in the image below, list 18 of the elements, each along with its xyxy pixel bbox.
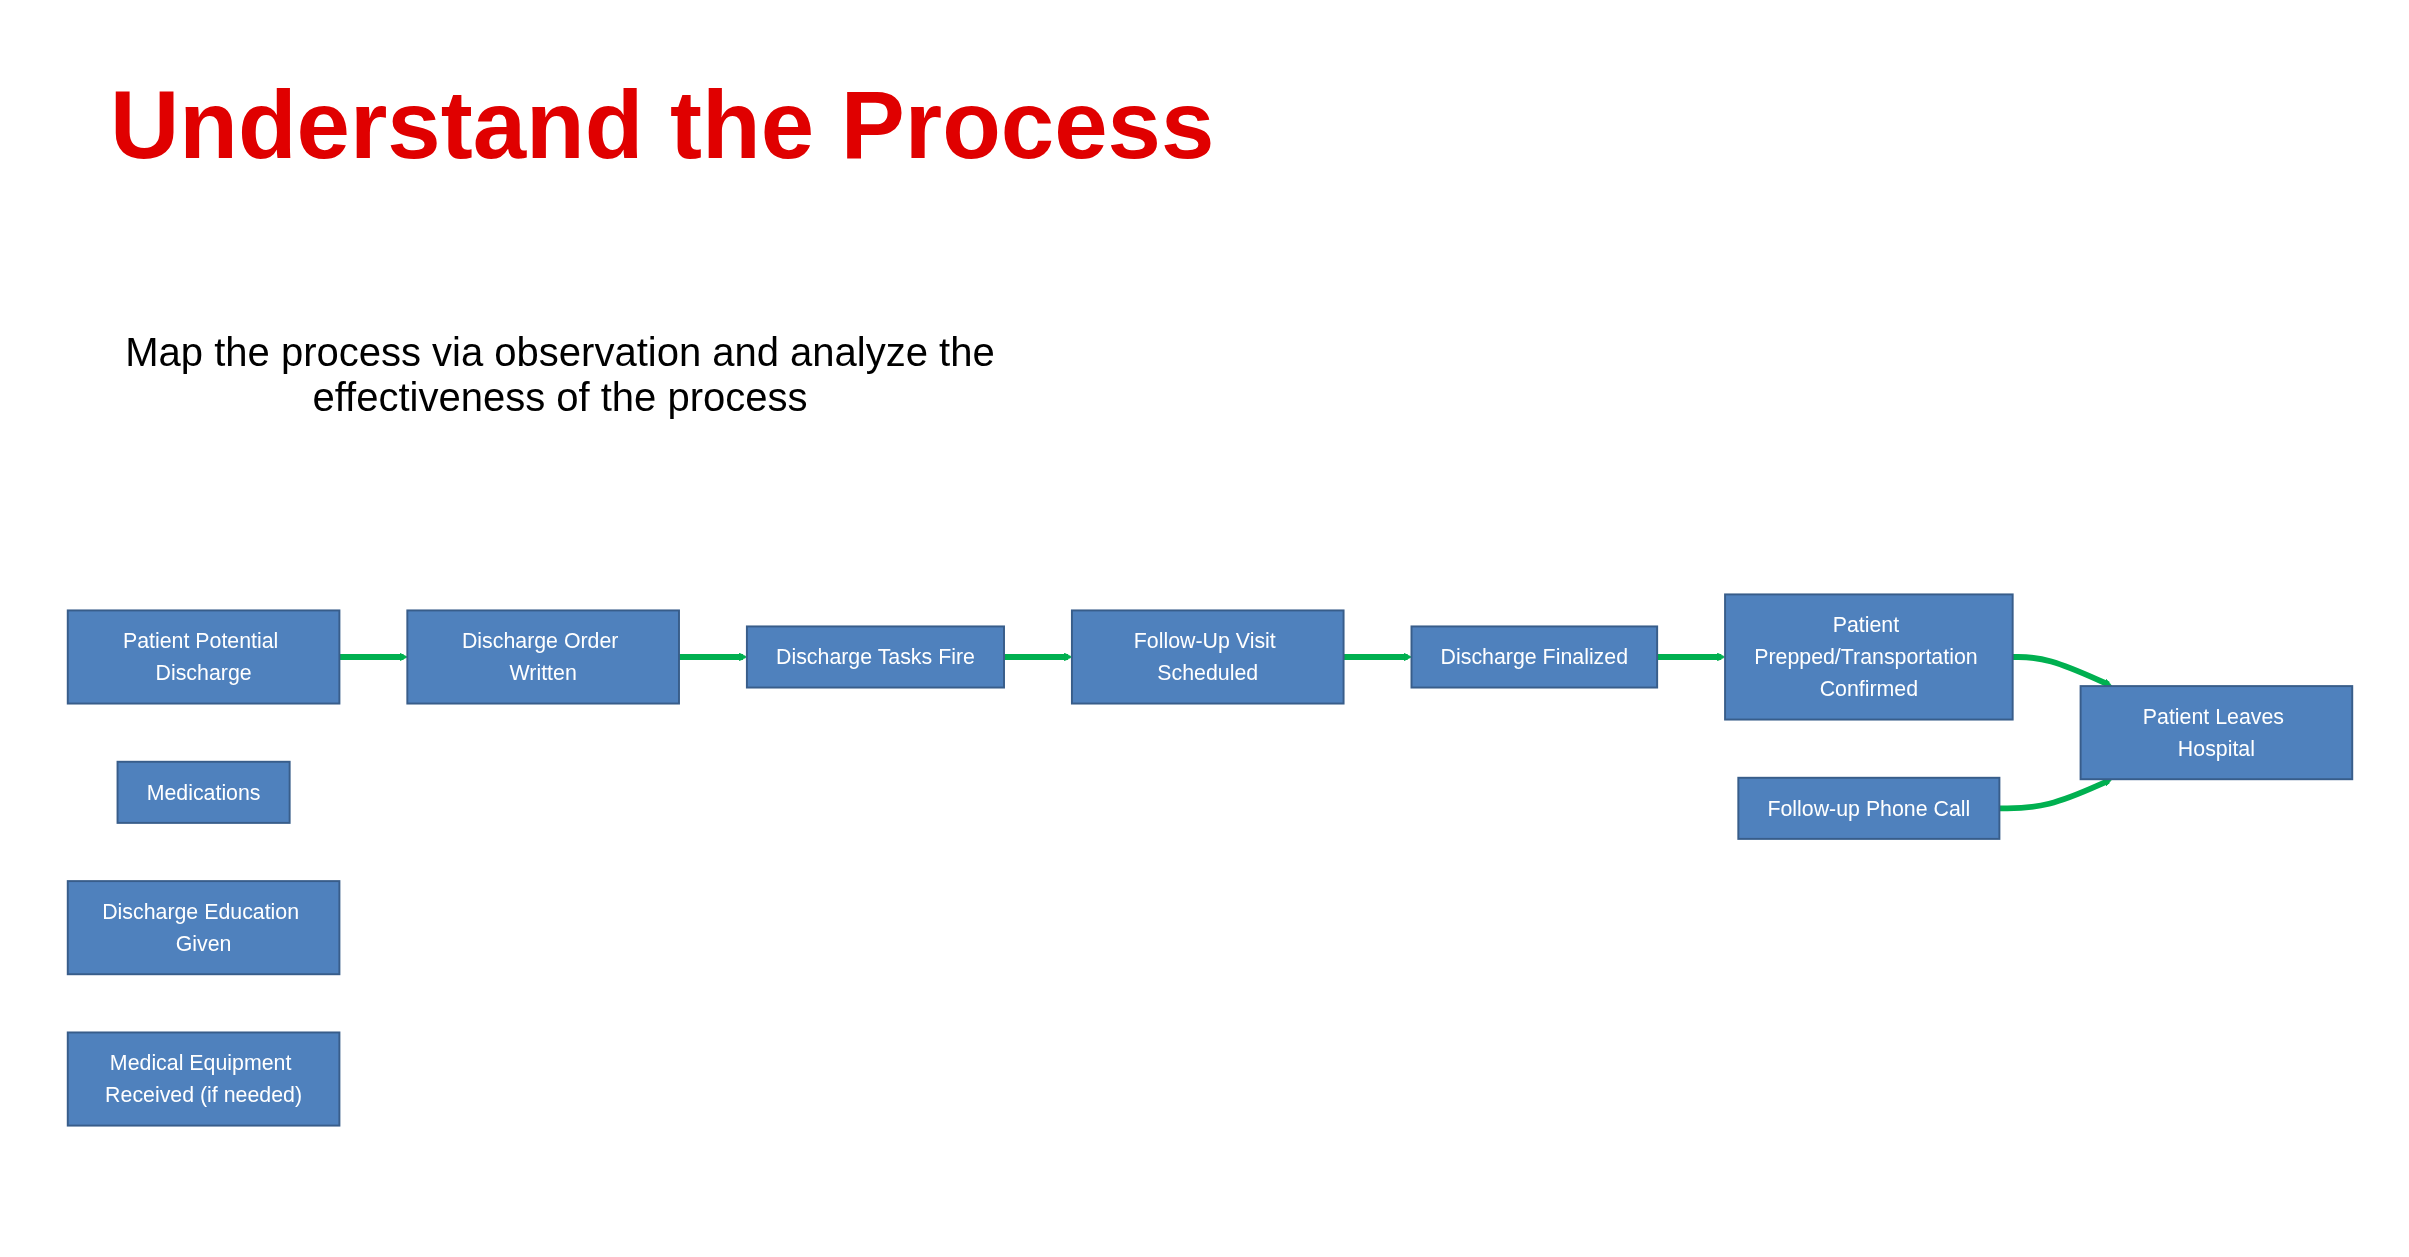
- node-box: Patient Leaves Hospital: [2079, 685, 2354, 781]
- node-box: Follow-up Phone Call: [1737, 776, 2001, 840]
- node-box: Discharge Order Written: [406, 609, 680, 705]
- node-box: Discharge Finalized: [1410, 625, 1659, 689]
- node-box: Patient Prepped/Transportation Confirmed: [1724, 593, 2014, 721]
- title: Understand the Process: [110, 70, 1215, 180]
- node-box: Discharge Tasks Fire: [745, 625, 1005, 689]
- arrow: [1343, 652, 1412, 662]
- arrow: [2012, 654, 2113, 688]
- node-box: Discharge Education Given: [66, 880, 341, 976]
- node-box: Follow-Up Visit Scheduled: [1070, 609, 1345, 705]
- arrow: [339, 652, 408, 662]
- node-box: Medications: [116, 760, 291, 824]
- arrow: [1999, 778, 2113, 812]
- node-box: Patient Potential Discharge: [66, 609, 341, 705]
- node-box: Medical Equipment Received (if needed): [66, 1031, 341, 1127]
- description-text: Map the process via observation and analyze the effectiveness of the process: [124, 330, 996, 420]
- arrow: [1657, 652, 1726, 662]
